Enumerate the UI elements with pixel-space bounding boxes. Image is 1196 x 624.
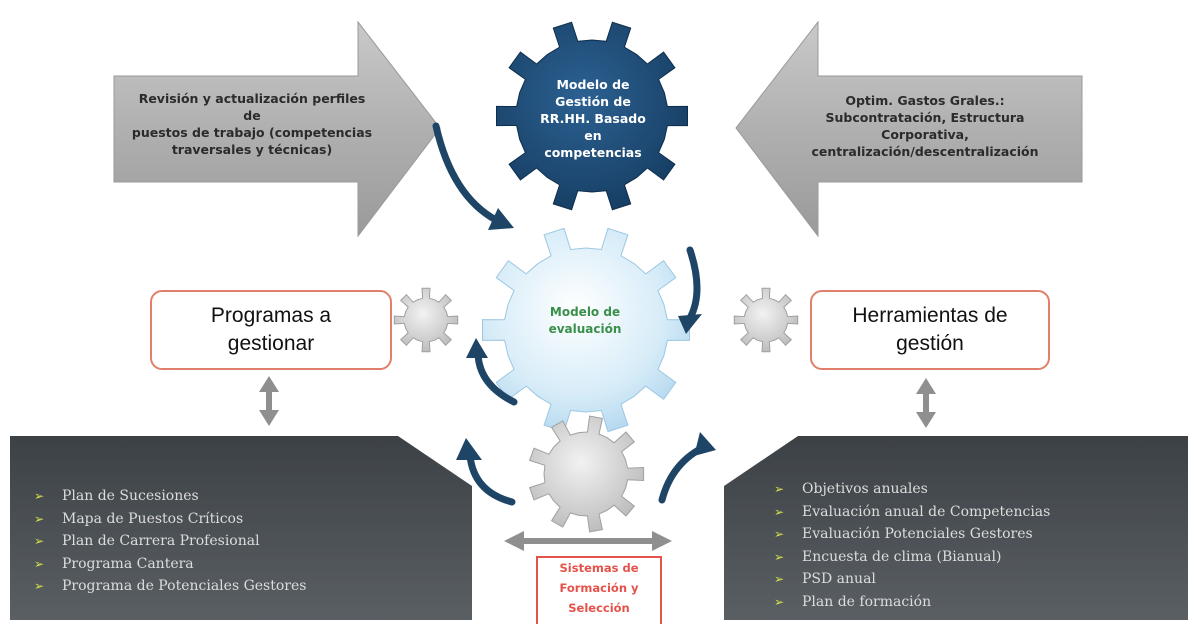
curved-flow-arrows <box>432 122 710 506</box>
left-arrow-label: Revisión y actualización perfiles de pue… <box>118 90 386 158</box>
top-gear-line: Modelo de <box>556 77 630 92</box>
programs-list: ➢ Plan de Sucesiones ➢ Mapa de Puestos Crí… <box>34 485 306 598</box>
list-item-text: Encuesta de clima (Bianual) <box>802 548 1002 565</box>
arrow-bullet-icon: ➢ <box>34 511 45 526</box>
arrow-bullet-icon: ➢ <box>774 527 785 541</box>
top-gear-shape <box>496 21 688 211</box>
right-arrow-line: centralización/descentralización <box>811 144 1039 159</box>
left-big-arrow <box>113 20 441 238</box>
list-item-text: Mapa de Puestos Críticos <box>62 510 244 527</box>
arrow-bullet-icon: ➢ <box>34 489 45 503</box>
tools-list: ➢ Objetivos anuales ➢ Evaluación anual de … <box>774 478 1050 613</box>
left-double-arrow <box>259 376 279 426</box>
tools-title-box: Herramientas de gestión <box>810 290 1050 370</box>
list-item: ➢ PSD anual <box>774 568 1050 591</box>
training-selection-box: Sistemas de Formación y Selección <box>536 556 662 624</box>
curved-arrow-heads <box>456 208 716 460</box>
arrow-bullet-icon: ➢ <box>34 556 45 571</box>
top-gear-line: competencias <box>544 145 642 160</box>
list-item-text: PSD anual <box>802 571 876 587</box>
top-gear-line: Gestión de <box>555 94 631 109</box>
right-dark-panel <box>724 436 1188 620</box>
list-item: ➢ Evaluación Potenciales Gestores <box>774 523 1050 546</box>
list-item: ➢ Plan de Sucesiones <box>34 485 306 508</box>
bottom-horizontal-double-arrow <box>504 531 672 551</box>
training-selection-line: Selección <box>568 601 630 615</box>
middle-gear-line: evaluación <box>548 322 622 336</box>
list-item-text: Plan de Sucesiones <box>62 488 199 504</box>
list-item: ➢ Objetivos anuales <box>774 478 1050 501</box>
small-right-gear-shape <box>733 287 799 353</box>
right-arrow-line: Corporativa, <box>881 127 969 142</box>
arrow-bullet-icon: ➢ <box>774 504 785 519</box>
training-selection-line: Formación y <box>559 581 639 595</box>
right-big-arrow <box>735 20 1083 238</box>
right-arrow-line: Optim. Gastos Grales.: <box>845 93 1005 108</box>
right-arrow-line: Subcontratación, Estructura <box>825 110 1025 125</box>
list-item: ➢ Programa Cantera <box>34 553 306 576</box>
right-double-arrow <box>916 378 936 428</box>
programs-title-line: Programas a <box>210 304 332 327</box>
list-item-text: Programa de Potenciales Gestores <box>62 578 307 594</box>
top-gear-line: en <box>584 128 602 143</box>
list-item: ➢ Plan de formación <box>774 591 1050 614</box>
top-gear-label: Modelo de Gestión de RR.HH. Basado en co… <box>528 76 658 161</box>
list-item-text: Objetivos anuales <box>802 481 928 497</box>
left-arrow-line: traversales y técnicas) <box>171 142 333 157</box>
left-arrow-line: puestos de trabajo (competencias <box>131 125 373 140</box>
programs-title-line: gestionar <box>227 332 315 355</box>
right-arrow-label: Optim. Gastos Grales.: Subcontratación, … <box>774 92 1076 160</box>
list-item: ➢ Encuesta de clima (Bianual) <box>774 546 1050 569</box>
left-arrow-line: de <box>243 108 261 123</box>
list-item-text: Plan de formación <box>802 593 932 610</box>
left-arrow-line: Revisión y actualización perfiles <box>138 91 366 106</box>
list-item: ➢ Evaluación anual de Competencias <box>774 501 1050 524</box>
tools-title-line: Herramientas de <box>852 304 1008 327</box>
list-item-text: Programa Cantera <box>62 555 194 572</box>
middle-gear-line: Modelo de <box>549 305 621 319</box>
list-item-text: Evaluación anual de Competencias <box>802 503 1051 520</box>
tools-title-line: gestión <box>896 332 964 355</box>
bottom-gear-shape <box>528 415 645 533</box>
arrow-bullet-icon: ➢ <box>774 482 785 496</box>
middle-gear-label: Modelo de evaluación <box>530 304 640 338</box>
arrow-bullet-icon: ➢ <box>34 534 45 548</box>
training-selection-line: Sistemas de <box>559 561 639 575</box>
arrow-bullet-icon: ➢ <box>774 549 785 564</box>
arrow-bullet-icon: ➢ <box>774 572 785 586</box>
programs-title-box: Programas a gestionar <box>150 290 392 370</box>
top-gear-line: RR.HH. Basado <box>540 111 646 126</box>
list-item-text: Plan de Carrera Profesional <box>62 533 260 549</box>
middle-gear-shape <box>482 227 690 433</box>
list-item: ➢ Programa de Potenciales Gestores <box>34 575 306 598</box>
list-item: ➢ Mapa de Puestos Críticos <box>34 508 306 531</box>
list-item-text: Evaluación Potenciales Gestores <box>802 526 1033 542</box>
arrow-bullet-icon: ➢ <box>774 594 785 609</box>
small-left-gear-shape <box>393 287 459 353</box>
list-item: ➢ Plan de Carrera Profesional <box>34 530 306 553</box>
arrow-bullet-icon: ➢ <box>34 579 45 593</box>
left-dark-panel <box>10 436 472 620</box>
